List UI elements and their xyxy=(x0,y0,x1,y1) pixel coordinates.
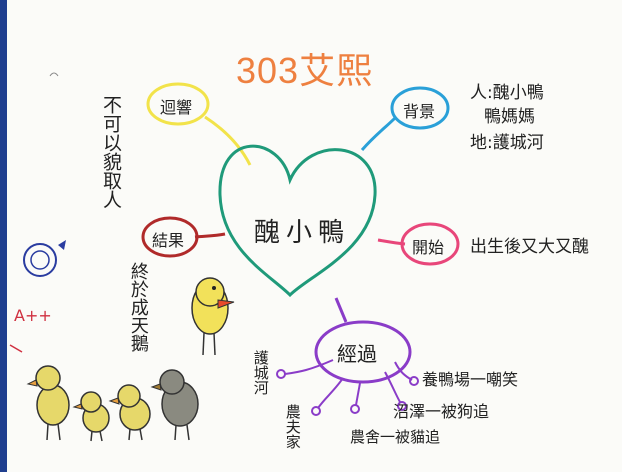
left-frame-edge xyxy=(0,0,7,472)
heart-shape xyxy=(218,144,377,298)
process-oval xyxy=(314,320,412,384)
response-connector xyxy=(204,115,252,166)
duckling-2 xyxy=(72,391,110,442)
process-item-farmer: 農夫家 xyxy=(283,404,302,449)
student-title: 303艾熙 xyxy=(236,50,374,91)
ending-label: 結果 xyxy=(152,231,185,250)
response-text: 不可以貌取人 xyxy=(99,95,122,209)
background-label: 背景 xyxy=(403,102,436,121)
process-label: 經過 xyxy=(337,342,377,366)
process-branch-farmhouse xyxy=(355,382,361,406)
paper-sheet xyxy=(7,0,622,472)
ending-connector xyxy=(194,232,226,239)
farmer-dot xyxy=(311,406,321,416)
center-topic: 醜小鴨 xyxy=(254,218,351,248)
process-item-river: 護城河 xyxy=(251,350,270,395)
background-line-3: 地:護城河 xyxy=(470,133,544,153)
background-connector xyxy=(360,116,397,151)
grade-tick xyxy=(9,344,23,353)
process-item-swamp: 沼澤一被狗追 xyxy=(393,402,490,421)
swamp-dot xyxy=(397,401,407,411)
background-oval xyxy=(390,86,450,130)
school-stamp xyxy=(23,240,66,277)
duckyard-dot xyxy=(409,376,419,386)
response-oval xyxy=(146,82,210,126)
ending-text: 終於成天鵝 xyxy=(127,262,149,352)
process-connector xyxy=(334,297,348,323)
duckling-standing xyxy=(191,277,235,356)
process-branch-farmer xyxy=(317,377,344,409)
beginning-label: 開始 xyxy=(412,238,445,257)
duckling-4-gray xyxy=(150,369,199,441)
beginning-oval xyxy=(400,222,460,266)
grade-mark: A++ xyxy=(14,306,52,325)
beginning-text: 出生後又大又醜 xyxy=(470,237,589,257)
duckling-row xyxy=(26,365,199,442)
response-label: 迴響 xyxy=(160,98,193,117)
river-dot xyxy=(276,369,286,379)
duckling-1 xyxy=(26,365,70,441)
background-line-1: 人:醜小鴨 xyxy=(470,83,544,103)
farmhouse-dot xyxy=(350,404,360,414)
duckling-3 xyxy=(108,384,151,441)
process-item-farmhouse: 農舍一被貓追 xyxy=(350,428,441,446)
process-branch-swamp xyxy=(384,371,401,403)
process-branch-river xyxy=(284,359,334,375)
ending-oval xyxy=(141,216,199,258)
pencil-mark xyxy=(49,72,59,77)
background-line-2: 鴨媽媽 xyxy=(484,107,535,127)
process-item-duckyard: 養鴨場一嘲笑 xyxy=(422,370,519,389)
